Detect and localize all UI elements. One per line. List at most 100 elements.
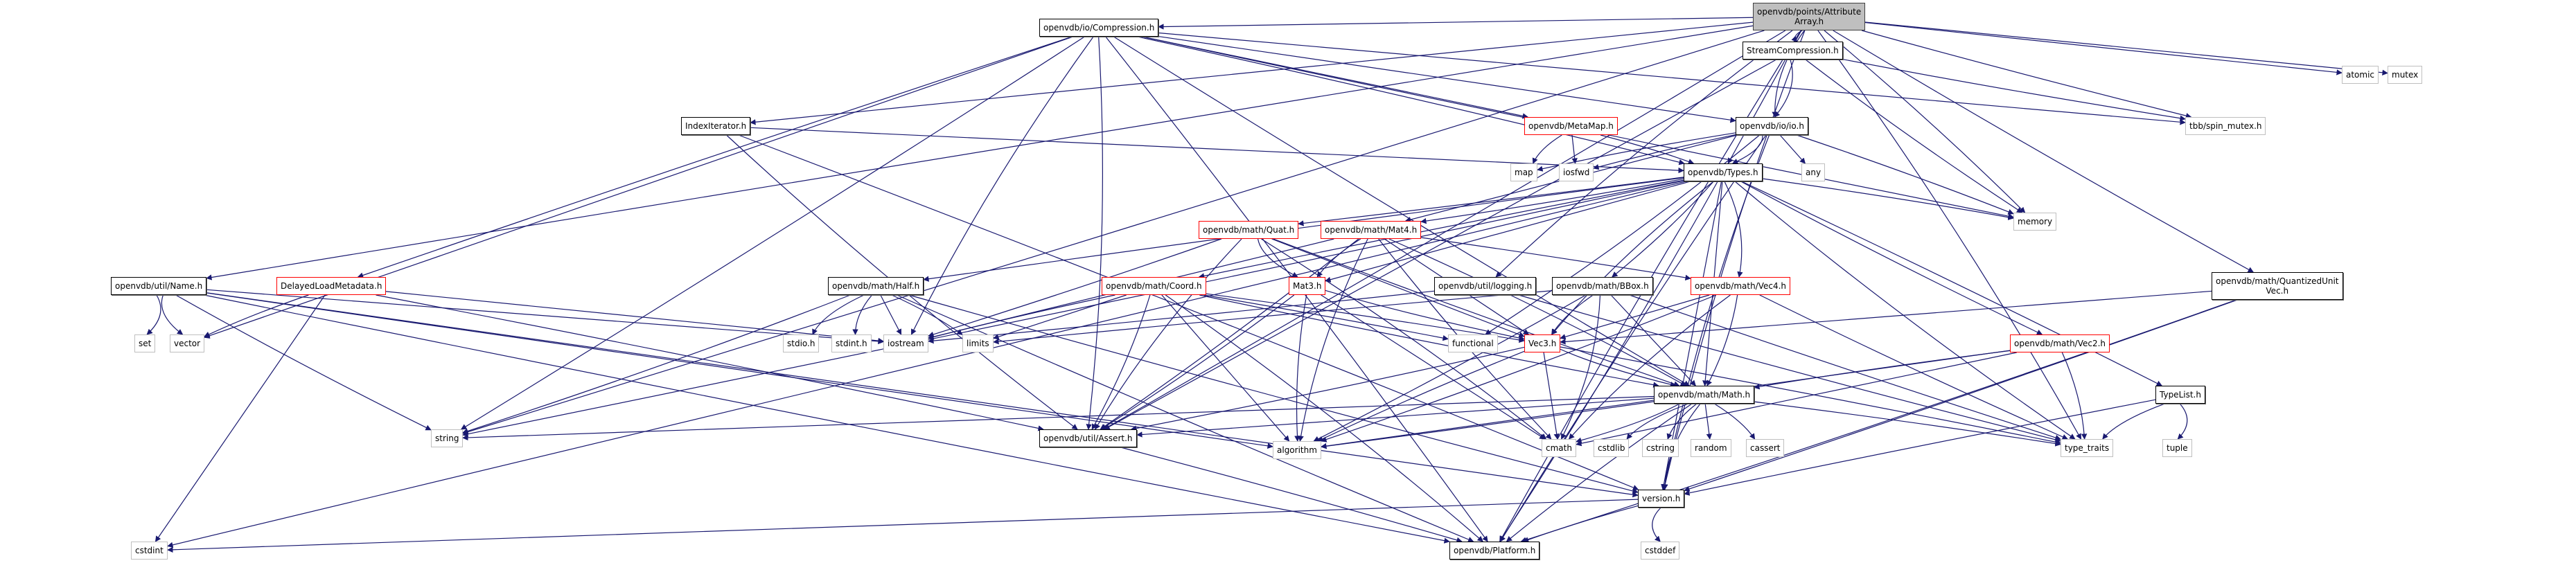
node-label: limits <box>967 339 989 348</box>
node-vec2[interactable]: openvdb/math/Vec2.h <box>2010 334 2110 352</box>
node-half[interactable]: openvdb/math/Half.h <box>828 277 924 295</box>
edge-vec2-to-type_traits <box>2061 352 2088 440</box>
edge-quat-to-mathh <box>1273 238 1680 387</box>
edge-root-to-quvec <box>1833 30 2254 273</box>
edge-delayed-to-vector <box>204 294 309 337</box>
node-functional: functional <box>1448 334 1498 352</box>
edge-vec3-to-algorithm <box>1317 350 1525 442</box>
edge-vec4-to-type_traits <box>1759 294 2068 440</box>
node-assert[interactable]: openvdb/util/Assert.h <box>1039 429 1137 447</box>
node-spin-mutex: tbb/spin_mutex.h <box>2185 117 2266 135</box>
edge-types-to-quat <box>1298 177 1684 226</box>
node-streamcompression[interactable]: StreamCompression.h <box>1743 42 1843 60</box>
node-mat3[interactable]: Mat3.h <box>1289 277 1326 295</box>
node-label: tbb/spin_mutex.h <box>2189 121 2262 131</box>
node-mutex: mutex <box>2388 66 2423 84</box>
edge-quat-to-iostream <box>928 238 1221 337</box>
node-algorithm: algorithm <box>1273 441 1321 459</box>
node-compression[interactable]: openvdb/io/Compression.h <box>1039 19 1159 37</box>
edge-vec4-to-cmath <box>1569 294 1731 440</box>
edge-coord-to-limits <box>993 294 1127 340</box>
node-cstdint: cstdint <box>131 542 168 560</box>
node-quantizedunitvec[interactable]: openvdb/math/QuantizedUnit Vec.h <box>2212 272 2343 300</box>
edge-quvec-to-platform <box>1520 299 2237 543</box>
edge-coord-to-mathh <box>1199 294 1659 388</box>
edge-indexiter-to-version <box>738 134 1639 491</box>
edge-mathh-to-type_traits <box>1754 401 2061 447</box>
node-delayedloadmetadata[interactable]: DelayedLoadMetadata.h <box>276 277 387 295</box>
edge-quat-to-vec3 <box>1271 238 1525 338</box>
edge-logging-to-type_traits <box>1518 294 2061 443</box>
edge-name-to-algorithm <box>206 292 1273 449</box>
edge-root-to-atomic <box>1864 21 2343 75</box>
edge-mat4-to-assert <box>1100 238 1359 430</box>
node-label: openvdb/math/BBox.h <box>1556 281 1649 291</box>
node-math[interactable]: openvdb/math/Math.h <box>1654 386 1755 404</box>
edge-root-to-assert <box>1102 30 1786 430</box>
node-map: map <box>1510 163 1537 181</box>
node-bbox[interactable]: openvdb/math/BBox.h <box>1552 277 1653 295</box>
edge-typelist-to-tuple <box>2177 403 2188 440</box>
edge-bbox-to-cmath <box>1560 294 1601 440</box>
node-label: vector <box>174 339 201 348</box>
node-coord[interactable]: openvdb/math/Coord.h <box>1102 277 1206 295</box>
node-platform[interactable]: openvdb/Platform.h <box>1449 542 1540 560</box>
edge-name-to-set <box>146 294 161 335</box>
edge-coord-to-functional <box>1203 294 1449 341</box>
edge-compression-to-delayed <box>357 36 1073 278</box>
edge-types-to-bbox <box>1612 181 1714 278</box>
edge-half-to-limits <box>891 294 963 335</box>
node-types[interactable]: openvdb/Types.h <box>1684 163 1763 181</box>
node-cstring: cstring <box>1642 439 1679 457</box>
edge-types-to-vec4 <box>1724 181 1743 278</box>
edge-half-to-version <box>908 294 1639 494</box>
edge-half-to-platform <box>897 294 1474 542</box>
node-io[interactable]: openvdb/io/io.h <box>1736 117 1808 135</box>
edge-mathh-to-assert <box>1136 397 1655 438</box>
edge-mathh-to-cstdlib <box>1626 403 1689 440</box>
edge-ioh-to-functional <box>1485 134 1761 335</box>
node-cstdlib: cstdlib <box>1594 439 1630 457</box>
node-label: openvdb/math/Vec4.h <box>1695 281 1787 291</box>
edge-delayed-to-assert <box>376 294 1044 431</box>
node-metamap[interactable]: openvdb/MetaMap.h <box>1524 117 1618 135</box>
node-label: openvdb/math/Coord.h <box>1106 281 1202 291</box>
node-vector: vector <box>170 334 205 352</box>
edge-vec4-to-algorithm <box>1321 294 1717 443</box>
node-memory: memory <box>2013 213 2057 231</box>
edge-types-to-platform <box>1499 181 1718 542</box>
edge-coord-to-assert <box>1091 294 1151 430</box>
node-label: random <box>1695 443 1727 453</box>
node-label: cstdint <box>135 546 164 555</box>
edge-types-to-string <box>462 180 1684 437</box>
edge-root-to-mutex <box>1864 21 2388 75</box>
node-logging[interactable]: openvdb/util/logging.h <box>1434 277 1537 295</box>
edge-mathh-to-random <box>1704 403 1713 440</box>
node-label: set <box>139 339 152 348</box>
edge-version-to-platform <box>1522 505 1639 543</box>
node-quat[interactable]: openvdb/math/Quat.h <box>1199 221 1299 239</box>
node-label: StreamCompression.h <box>1747 46 1839 55</box>
edge-quat-to-mat3 <box>1257 238 1298 278</box>
edge-coord-to-platform <box>1165 294 1483 542</box>
edge-coord-to-iostream <box>928 294 1115 340</box>
node-label: openvdb/util/logging.h <box>1438 281 1533 291</box>
edge-root-to-memory <box>1824 30 2026 213</box>
node-vec3[interactable]: Vec3.h <box>1524 334 1561 352</box>
edge-logging-to-iostream <box>928 290 1435 344</box>
edge-vec4-to-vec3 <box>1560 294 1710 340</box>
edge-compression-to-ioh <box>1158 35 1736 123</box>
node-mat4[interactable]: openvdb/math/Mat4.h <box>1321 221 1422 239</box>
node-tuple: tuple <box>2162 439 2192 457</box>
node-cmath: cmath <box>1542 439 1576 457</box>
node-typelist[interactable]: TypeList.h <box>2155 386 2205 404</box>
edge-delayed-to-cstdint <box>155 294 326 542</box>
node-stdio: stdio.h <box>783 334 820 352</box>
node-version[interactable]: version.h <box>1638 490 1685 508</box>
node-root[interactable]: openvdb/points/Attribute Array.h <box>1753 3 1866 30</box>
node-random: random <box>1691 439 1731 457</box>
node-vec4[interactable]: openvdb/math/Vec4.h <box>1691 277 1791 295</box>
node-indexiterator[interactable]: IndexIterator.h <box>681 117 751 135</box>
node-label: iostream <box>888 339 924 348</box>
node-name[interactable]: openvdb/util/Name.h <box>111 277 207 295</box>
